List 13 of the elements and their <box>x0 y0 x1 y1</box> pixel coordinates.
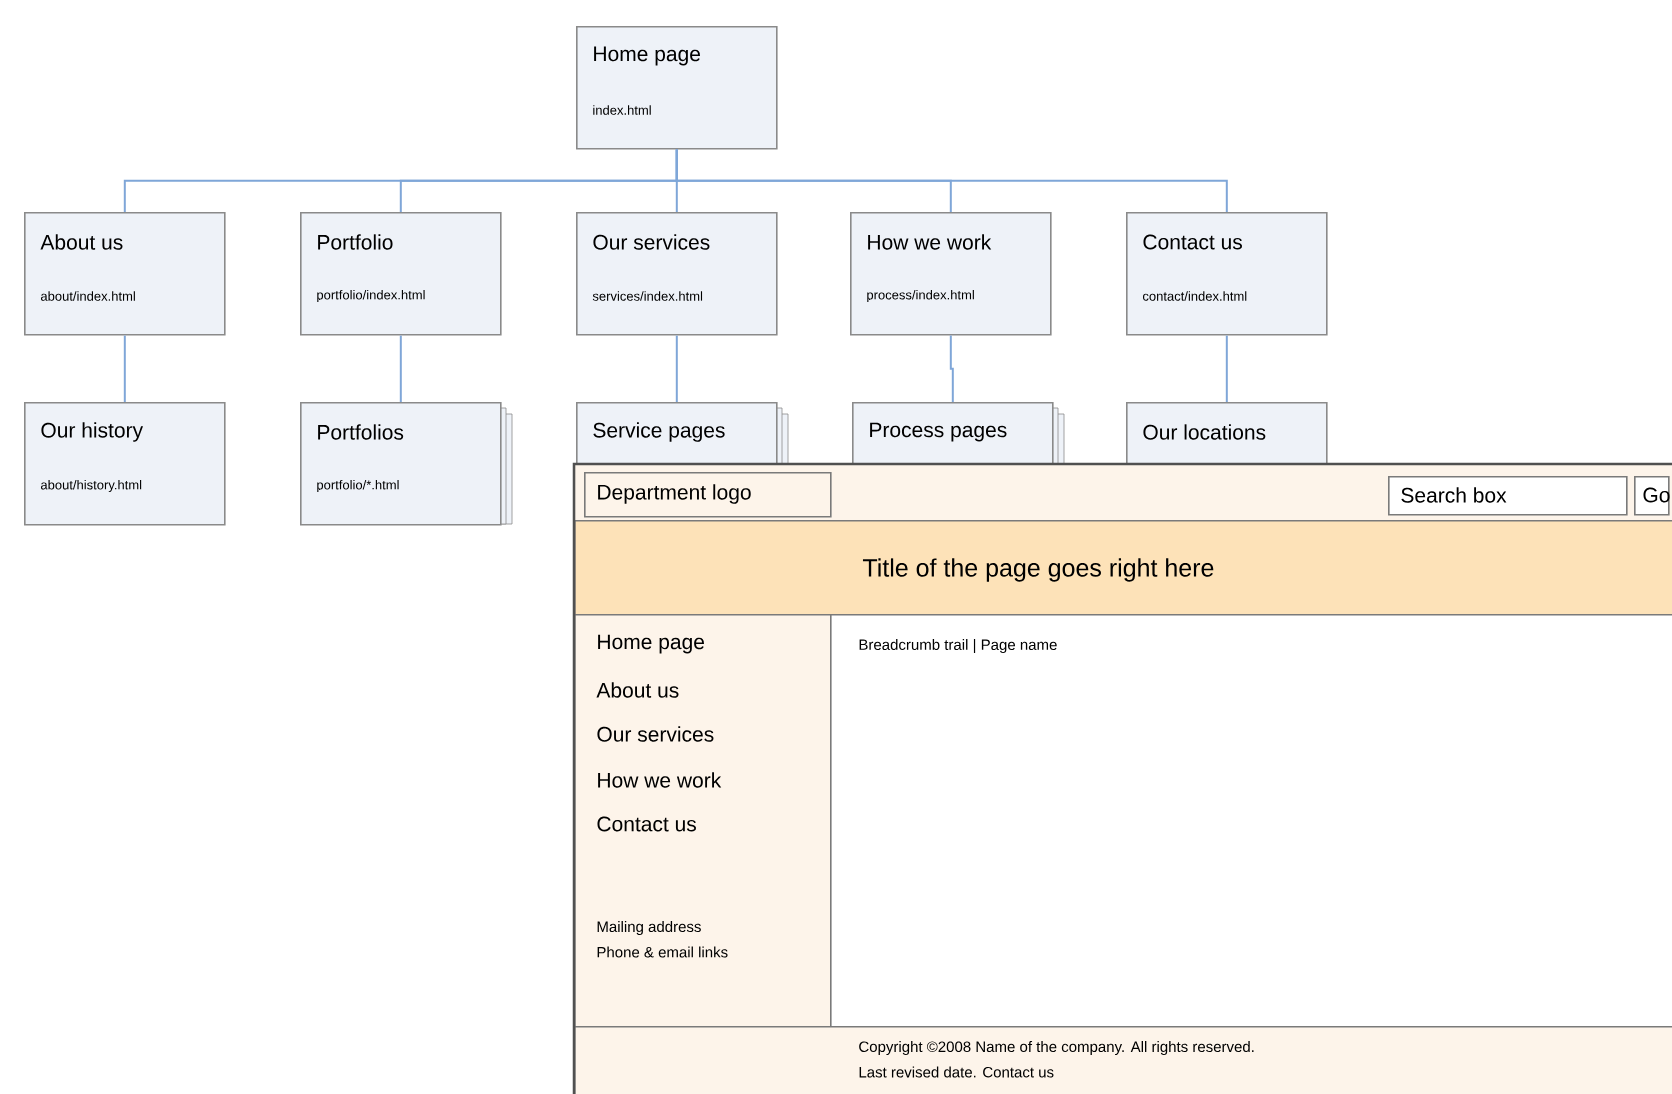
connector-line <box>675 334 678 403</box>
connector-line <box>1225 334 1228 403</box>
go-button: Go <box>1634 476 1670 516</box>
search-field: Search box <box>1388 476 1628 516</box>
stacked-page-box: Process pages <box>852 402 1065 466</box>
placeholder-text-box: Department logo <box>584 472 832 518</box>
connector-line <box>399 334 402 403</box>
connector-line <box>949 334 954 403</box>
page-box: Our locations <box>1126 402 1328 466</box>
stacked-page-box: Service pages <box>576 402 789 466</box>
connector-line <box>123 334 126 403</box>
title-band: Title of the page goes right here <box>574 520 1672 616</box>
connector-line <box>675 148 1228 213</box>
